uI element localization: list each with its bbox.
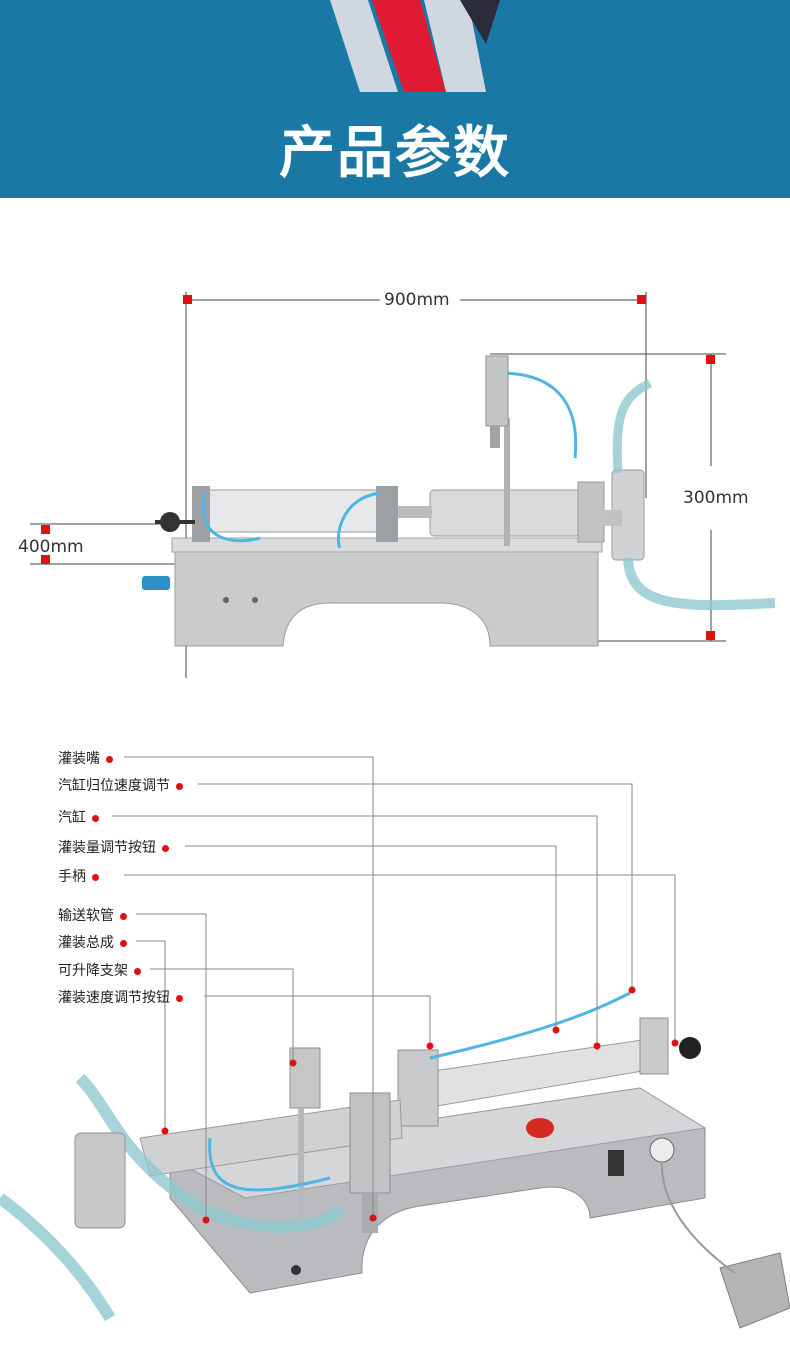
marker-dot-icon [134, 967, 141, 975]
marker-dot-icon [92, 873, 99, 881]
part-label-filling-assembly: 灌装总成 [58, 932, 127, 952]
part-label-fill-volume-knob: 灌装量调节按钮 [58, 837, 169, 857]
part-label-delivery-hose: 输送软管 [58, 905, 127, 925]
marker-dot-icon [176, 782, 183, 790]
part-label-fill-speed-knob: 灌装速度调节按钮 [58, 987, 183, 1007]
marker-dot-icon [106, 755, 113, 763]
marker-dot-icon [176, 994, 183, 1002]
marker-dot-icon [120, 939, 127, 947]
part-label-handle: 手柄 [58, 866, 99, 886]
brand-stripes [330, 0, 500, 92]
parts-diagram [0, 756, 790, 1329]
part-label-cylinder-return-speed: 汽缸归位速度调节 [58, 775, 183, 795]
marker-dot-icon [120, 912, 127, 920]
depth-dimension-label: 400mm [18, 537, 84, 557]
marker-dot-icon [162, 844, 169, 852]
page-title: 产品参数 [279, 121, 511, 186]
part-label-lifting-bracket: 可升降支架 [58, 960, 141, 980]
marker-dot-icon [92, 814, 99, 822]
part-label-filling-nozzle: 灌装嘴 [58, 748, 113, 768]
width-dimension-label: 900mm [384, 290, 450, 310]
part-label-cylinder: 汽缸 [58, 807, 99, 827]
content: 900mm 300mm 400mm [0, 198, 790, 1369]
dimension-diagram [30, 292, 776, 678]
header-banner: 产品参数 [0, 0, 790, 198]
height-dimension-label: 300mm [683, 488, 749, 508]
